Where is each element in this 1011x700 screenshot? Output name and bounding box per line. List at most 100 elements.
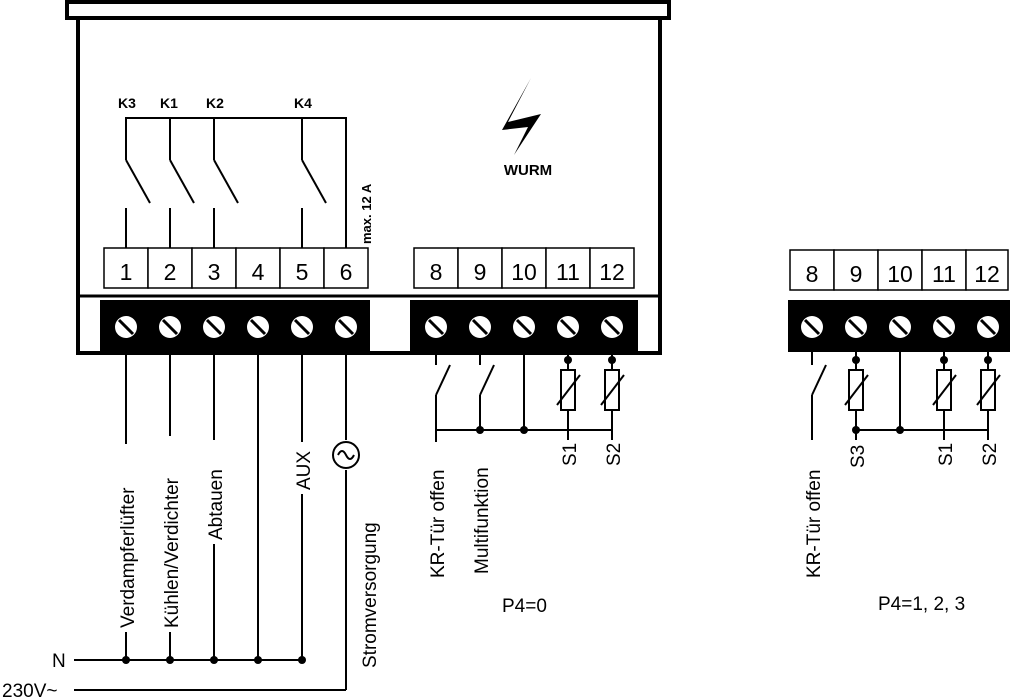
mid-label-s2: S2 <box>604 443 625 466</box>
terminal-box-11 <box>545 247 591 289</box>
alt-terminal-number-9: 9 <box>850 261 863 287</box>
alt-terminal-number-12: 12 <box>974 261 1000 287</box>
mid-junction-dots <box>476 356 616 434</box>
junction-dot <box>852 356 860 364</box>
screw-icon <box>335 316 357 338</box>
alt-terminal-box-12 <box>965 249 1009 291</box>
terminal-box-6 <box>323 247 369 289</box>
sensor-s3-slash <box>844 374 869 406</box>
relay-k4-switch <box>301 159 327 204</box>
terminal-number-2: 2 <box>164 259 177 285</box>
terminal-number-1: 1 <box>120 259 133 285</box>
screw-icon <box>469 316 491 338</box>
right-junction-dots <box>852 356 992 434</box>
junction-dot <box>122 656 130 664</box>
screw-icon <box>159 316 181 338</box>
label-verdampferluefter: Verdampferlüfter <box>118 487 139 628</box>
mid-wiring <box>435 352 625 442</box>
relay-label-k3: K3 <box>118 95 136 111</box>
alt-caption: P4=1, 2, 3 <box>878 594 965 615</box>
junction-dot <box>166 656 174 664</box>
label-abtauen-wrap: Abtauen <box>203 440 227 544</box>
terminal-number-3: 3 <box>208 259 221 285</box>
alt-label-s3: S3 <box>848 445 869 468</box>
right-wiring <box>811 352 1001 440</box>
terminal-box-2 <box>147 247 193 289</box>
terminal-box-12 <box>589 247 635 289</box>
relay-contacts <box>125 117 347 248</box>
label-aux: AUX <box>294 451 315 490</box>
label-kuehlen: Kühlen/Verdichter <box>162 477 183 628</box>
sensor-s1-slash <box>556 374 581 406</box>
max-current-label: max. 12 A <box>359 183 374 244</box>
screw-icon <box>933 316 955 338</box>
junction-dot <box>298 656 306 664</box>
alt-terminal-box-8 <box>789 249 835 291</box>
screw-icon <box>801 316 823 338</box>
screw-icon <box>291 316 313 338</box>
sensor-s2-slash <box>600 374 625 406</box>
right-terminal-block: 8 9 10 11 12 <box>788 249 1010 352</box>
terminal-number-12: 12 <box>599 259 625 285</box>
label-verdampferluefter-wrap: Verdampferlüfter <box>115 444 139 632</box>
controller-housing <box>65 0 671 355</box>
wurm-logo: WURM <box>502 78 552 179</box>
junction-dot <box>852 426 860 434</box>
terminal-number-4: 4 <box>252 259 265 285</box>
junction-dot <box>210 656 218 664</box>
screw-icon <box>203 316 225 338</box>
switch-9 <box>479 364 495 396</box>
screw-icon <box>601 316 623 338</box>
terminal-box-1 <box>103 247 149 289</box>
alt-sensor-s1-slash <box>932 374 957 406</box>
relay-label-k2: K2 <box>206 95 224 111</box>
relay-label-k1: K1 <box>160 95 178 111</box>
label-supply: 230V~ <box>2 681 57 700</box>
screw-icon <box>889 316 911 338</box>
junction-dot <box>476 426 484 434</box>
mid-screws <box>425 316 623 338</box>
ac-supply-icon <box>332 441 360 469</box>
relay-k3-switch <box>125 159 151 204</box>
screw-icon <box>115 316 137 338</box>
junction-dot <box>940 356 948 364</box>
left-terminal-block: 1 2 3 4 5 6 <box>100 247 370 352</box>
label-abtauen: Abtauen <box>206 469 227 540</box>
lightning-bolt-icon <box>502 78 541 155</box>
relay-label-k4: K4 <box>294 95 312 111</box>
mid-terminal-block: 8 9 10 11 12 <box>410 247 638 352</box>
junction-dot <box>608 356 616 364</box>
switch-8 <box>435 364 451 396</box>
terminal-number-8: 8 <box>430 259 443 285</box>
alt-label-kr-tuer: KR-Tür offen <box>804 470 825 578</box>
right-screws <box>801 316 999 338</box>
alt-terminal-box-9 <box>833 249 879 291</box>
label-n-wrap: N <box>44 648 74 672</box>
terminal-number-11: 11 <box>556 259 580 285</box>
alt-label-s2: S2 <box>980 443 1001 466</box>
terminal-number-9: 9 <box>474 259 487 285</box>
relay-k1-switch <box>169 159 195 204</box>
screw-icon <box>513 316 535 338</box>
left-screw-strip <box>100 300 370 352</box>
alt-switch-8 <box>811 364 827 396</box>
terminal-number-5: 5 <box>296 259 309 285</box>
terminal-number-6: 6 <box>340 259 353 285</box>
alt-terminal-number-8: 8 <box>806 261 819 287</box>
left-screws <box>115 316 357 338</box>
screw-icon <box>557 316 579 338</box>
mid-label-kr-tuer: KR-Tür offen <box>428 470 449 578</box>
screw-icon <box>845 316 867 338</box>
label-kuehlen-wrap: Kühlen/Verdichter <box>159 436 183 632</box>
left-junction-dots <box>122 656 306 664</box>
alt-label-s1: S1 <box>936 443 957 466</box>
terminal-box-3 <box>191 247 237 289</box>
junction-dot <box>254 656 262 664</box>
screw-icon <box>425 316 447 338</box>
label-aux-wrap: AUX <box>291 442 315 494</box>
mid-caption: P4=0 <box>502 596 547 617</box>
label-strom-wrap: Stromversorgung <box>360 522 381 668</box>
mid-label-multi: Multifunktion <box>472 467 493 574</box>
alt-sensor-s2-slash <box>976 374 1001 406</box>
